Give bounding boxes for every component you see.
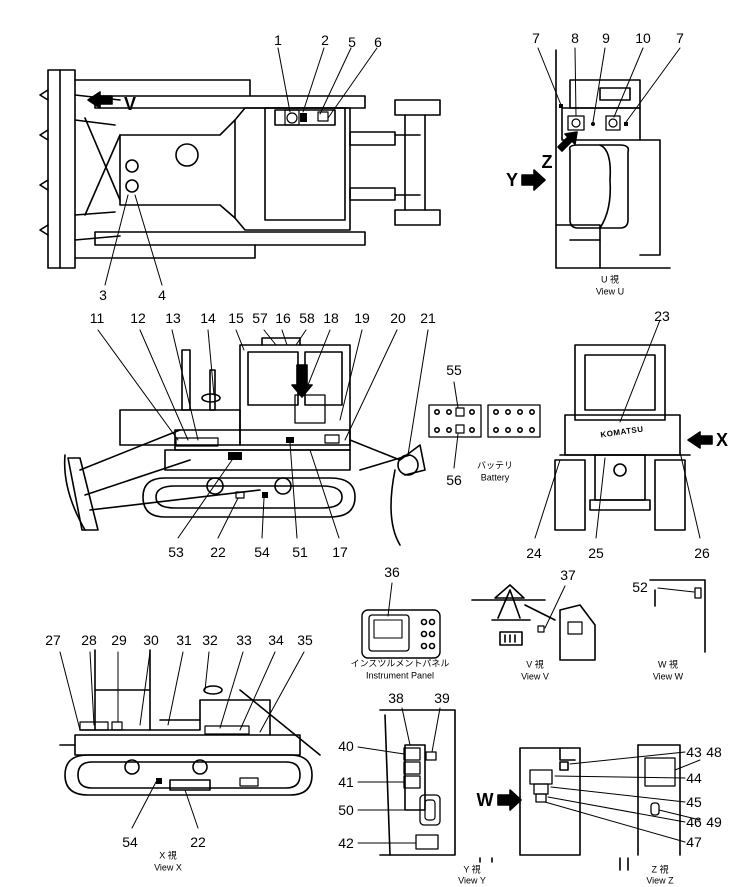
callout-55: 55 <box>446 362 462 378</box>
view-w-caption: View W <box>652 671 684 682</box>
top-view-dozer <box>39 47 441 286</box>
callout-52: 52 <box>632 579 648 595</box>
view-z-caption: View Z <box>646 875 674 886</box>
battery-caption: Battery <box>480 472 510 483</box>
callout-32: 32 <box>202 632 218 648</box>
view-y-caption-jp: Y 視 <box>463 864 481 875</box>
view-x-caption-jp: X 視 <box>159 850 177 861</box>
callout-49: 49 <box>706 814 722 830</box>
callout-47: 47 <box>686 834 702 850</box>
callout-43: 43 <box>686 744 702 760</box>
callout-9: 9 <box>602 30 610 46</box>
callout-2: 2 <box>321 32 329 48</box>
callout-1: 1 <box>274 32 282 48</box>
callout-12: 12 <box>130 310 146 326</box>
callout-7b: 7 <box>676 30 684 46</box>
callout-35: 35 <box>297 632 313 648</box>
battery-caption-jp: バッテリ <box>476 460 514 471</box>
callout-54: 54 <box>254 544 270 560</box>
view-u-diagram <box>521 47 681 269</box>
rear-view-dozer <box>534 319 713 539</box>
callout-39: 39 <box>434 690 450 706</box>
callout-56: 56 <box>446 472 462 488</box>
callout-38: 38 <box>388 690 404 706</box>
callout-7: 7 <box>532 30 540 46</box>
battery-diagram <box>428 381 541 469</box>
callout-27: 27 <box>45 632 61 648</box>
callout-20: 20 <box>390 310 406 326</box>
callout-57: 57 <box>252 310 268 326</box>
callout-6: 6 <box>374 34 382 50</box>
callout-4: 4 <box>158 287 166 303</box>
callout-14: 14 <box>200 310 216 326</box>
callout-11: 11 <box>89 310 105 326</box>
callout-26: 26 <box>694 545 710 561</box>
callout-23: 23 <box>654 308 670 324</box>
callout-19: 19 <box>354 310 370 326</box>
view-z-diagram <box>619 744 701 871</box>
callout-58: 58 <box>299 310 315 326</box>
callout-30: 30 <box>143 632 159 648</box>
view-u-caption: View U <box>595 286 625 297</box>
callout-28: 28 <box>81 632 97 648</box>
instrument-panel-caption: Instrument Panel <box>365 670 435 681</box>
callout-33: 33 <box>236 632 252 648</box>
callout-46: 46 <box>686 814 702 830</box>
view-w-panel-diagram <box>497 747 686 856</box>
callout-24: 24 <box>526 545 542 561</box>
arrow-v-label: V <box>123 94 137 114</box>
callout-8: 8 <box>571 30 579 46</box>
view-y-caption: View Y <box>458 875 486 886</box>
view-u-caption-jp: U 視 <box>600 274 620 285</box>
callout-42: 42 <box>338 835 354 851</box>
callout-22: 22 <box>210 544 226 560</box>
callout-36: 36 <box>384 564 400 580</box>
callout-44: 44 <box>686 770 702 786</box>
callout-34: 34 <box>268 632 284 648</box>
view-v-diagram <box>471 584 596 661</box>
view-y-diagram <box>357 707 493 863</box>
arrow-x-label: X <box>715 430 729 450</box>
callout-16: 16 <box>275 310 291 326</box>
instrument-panel-diagram <box>361 582 441 659</box>
callout-50: 50 <box>338 802 354 818</box>
arrow-y-label: Y <box>505 170 519 190</box>
callout-17: 17 <box>332 544 348 560</box>
callout-25: 25 <box>588 545 604 561</box>
callout-18: 18 <box>323 310 339 326</box>
callout-21: 21 <box>420 310 436 326</box>
callout-51: 51 <box>292 544 308 560</box>
callout-41: 41 <box>338 774 354 790</box>
view-z-caption-jp: Z 視 <box>651 864 669 875</box>
callout-13: 13 <box>165 310 181 326</box>
view-v-caption-jp: V 視 <box>526 659 544 670</box>
callout-37: 37 <box>560 567 576 583</box>
view-x-caption: View X <box>154 862 182 873</box>
arrow-w-label: W <box>476 790 494 810</box>
callout-5: 5 <box>348 34 356 50</box>
callout-22b: 22 <box>190 834 206 850</box>
callout-48: 48 <box>706 744 722 760</box>
instrument-panel-caption-jp: インスツルメントパネル <box>350 658 450 669</box>
callout-15: 15 <box>228 310 244 326</box>
callout-40: 40 <box>338 738 354 754</box>
callout-31: 31 <box>176 632 192 648</box>
callout-53: 53 <box>168 544 184 560</box>
callout-54b: 54 <box>122 834 138 850</box>
callout-45: 45 <box>686 794 702 810</box>
callout-3: 3 <box>99 287 107 303</box>
arrow-z-label: Z <box>541 152 553 172</box>
view-w-caption-jp: W 視 <box>658 659 678 670</box>
view-x-diagram <box>59 649 321 829</box>
side-view-dozer <box>63 329 429 546</box>
callout-29: 29 <box>111 632 127 648</box>
view-v-caption: View V <box>521 671 549 682</box>
callout-10: 10 <box>635 30 651 46</box>
view-w-diagram <box>649 579 706 653</box>
